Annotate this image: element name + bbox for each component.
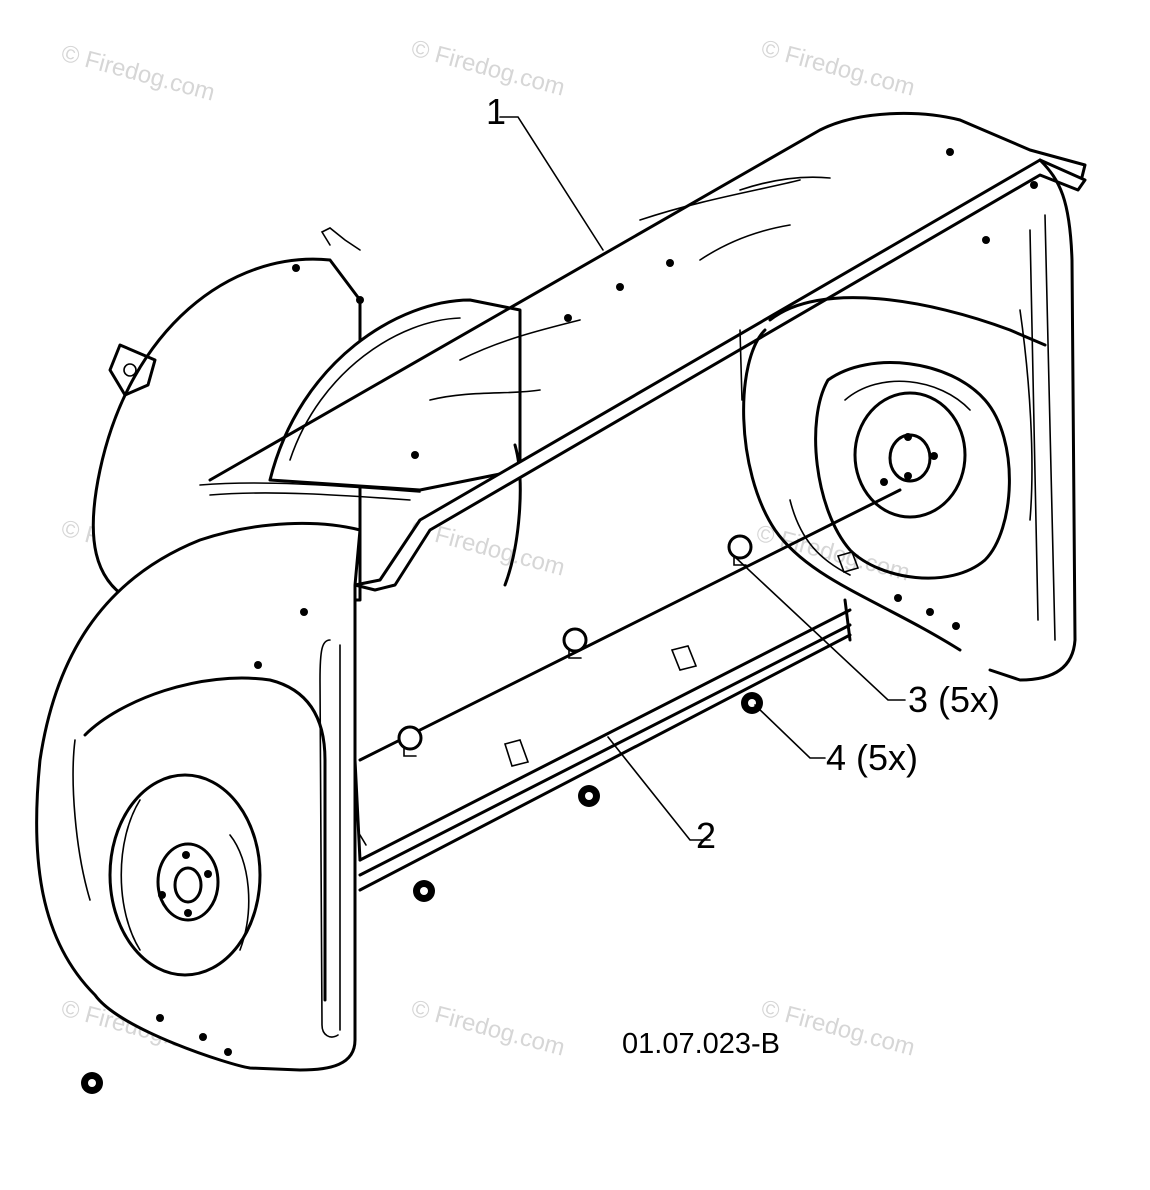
left-side-plate	[35, 521, 367, 1072]
callout-2: 2	[696, 815, 716, 856]
back-panel	[353, 488, 902, 892]
right-side-plate	[739, 148, 1056, 652]
auger-drum	[91, 176, 831, 602]
leader-lines	[499, 116, 906, 841]
callout-labels: 1 2 3 (5x) 4 (5x)	[486, 91, 1000, 856]
watermark: © Firedog.com	[758, 35, 917, 102]
watermark: © Firedog.com	[758, 995, 917, 1062]
carriage-bolts-3	[397, 534, 753, 757]
watermark: © Firedog.com	[408, 995, 567, 1062]
watermark: © Firedog.com	[58, 40, 217, 107]
watermark: © Firedog.com	[753, 520, 912, 587]
callout-1: 1	[486, 91, 506, 132]
shave-plate-2	[503, 551, 860, 767]
flange-nuts-4	[81, 692, 763, 1094]
callout-3: 3 (5x)	[908, 679, 1000, 720]
drawing-code: 01.07.023-B	[622, 1028, 780, 1060]
callout-4: 4 (5x)	[826, 737, 918, 778]
housing-top-beam	[208, 111, 1087, 682]
